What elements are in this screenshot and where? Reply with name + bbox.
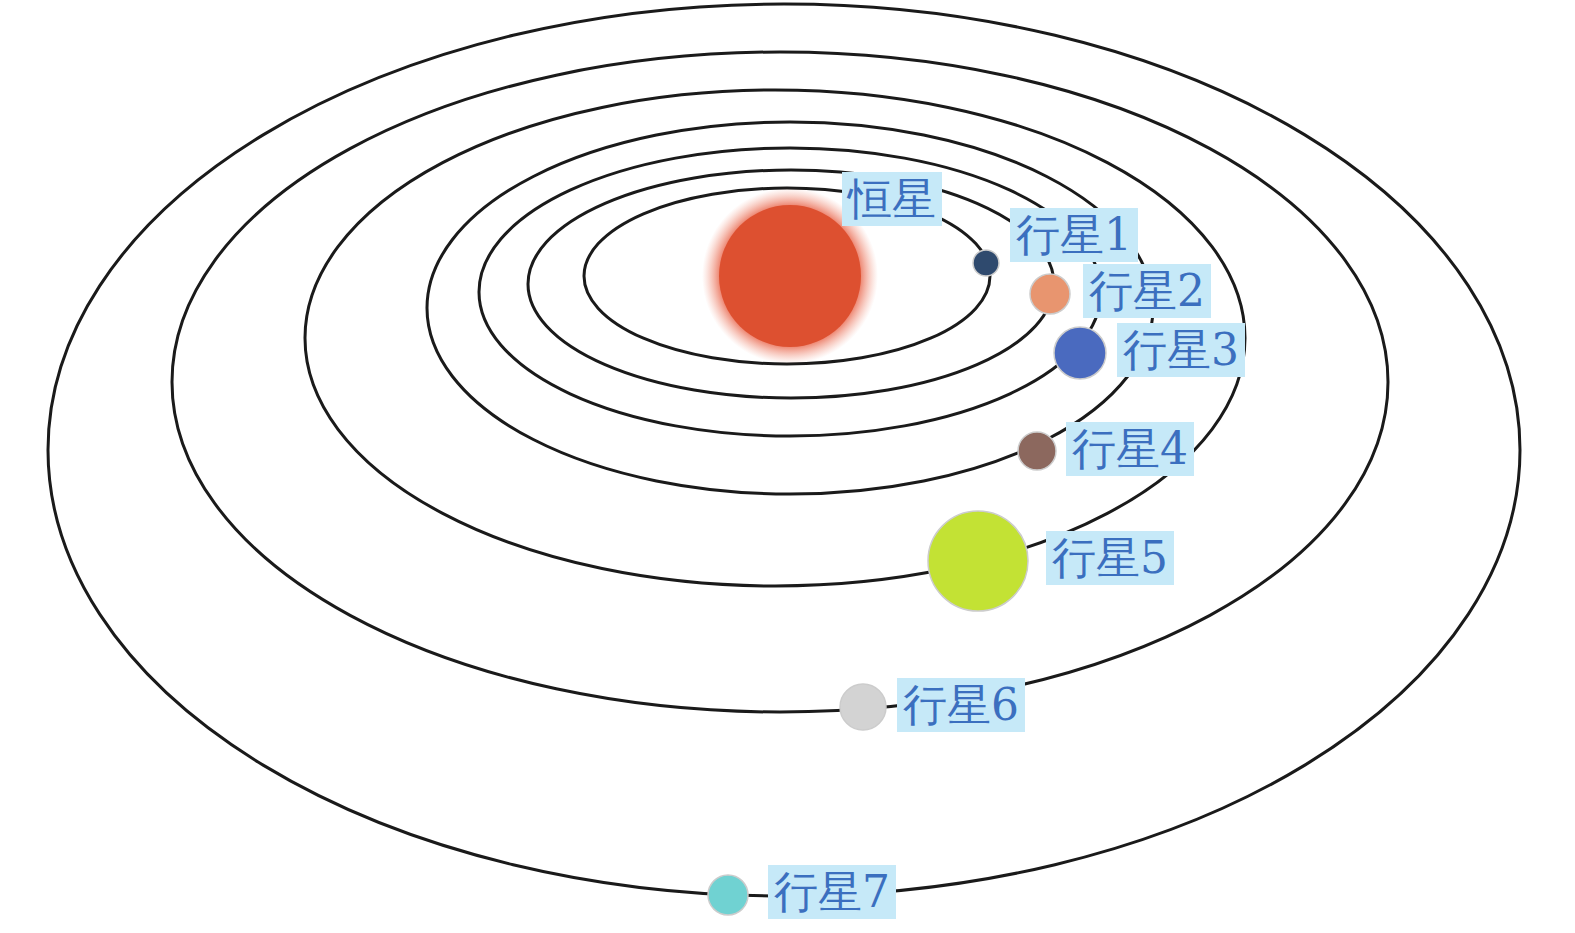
star-label: 恒星: [842, 172, 942, 226]
planet-label: 行星5: [1046, 531, 1174, 585]
planet-label: 行星6: [897, 678, 1025, 732]
planet-label: 行星2: [1083, 264, 1211, 318]
planet-label: 行星4: [1066, 422, 1194, 476]
planet-label: 行星3: [1117, 323, 1245, 377]
orbit: [172, 52, 1388, 712]
orbits: [48, 4, 1520, 896]
planet: [708, 875, 748, 915]
planet: [840, 684, 886, 730]
orbit: [305, 90, 1245, 586]
planet-label: 行星7: [768, 865, 896, 919]
planet: [973, 250, 999, 276]
orbit: [479, 148, 1101, 436]
planet-label: 行星1: [1010, 208, 1138, 262]
orbit: [528, 170, 1054, 398]
star: [719, 205, 861, 347]
orbit: [48, 4, 1520, 896]
planet: [1054, 327, 1106, 379]
planet: [928, 511, 1028, 611]
planet: [1030, 274, 1070, 314]
orbit: [427, 122, 1153, 494]
planet: [1018, 432, 1056, 470]
